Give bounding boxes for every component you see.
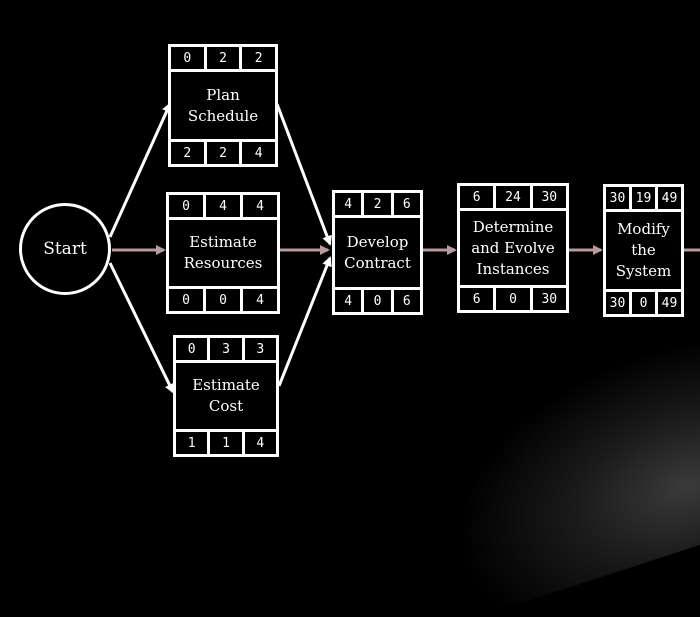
duration-cell: 3 [207, 338, 241, 360]
slack-cell: 0 [493, 288, 529, 310]
node-label: Plan Schedule [187, 85, 259, 125]
late-start-cell: 30 [609, 295, 626, 311]
node-estimate-resources: 0 4 4 Estimate Resources 0 0 4 [166, 192, 280, 314]
node-bottom-row: 1 1 4 [176, 429, 276, 454]
duration-cell: 4 [203, 195, 240, 217]
late-start-cell: 4 [344, 293, 353, 309]
early-finish-cell: 30 [529, 186, 566, 208]
slack-cell: 0 [629, 292, 655, 314]
node-top-row: 0 3 3 [176, 338, 276, 363]
node-estimate-cost: 0 3 3 Estimate Cost 1 1 4 [173, 335, 279, 457]
start-node: Start [19, 203, 111, 295]
node-top-row: 6 24 30 [460, 186, 566, 211]
early-finish-cell: 49 [655, 187, 681, 209]
node-label: Develop Contract [344, 232, 411, 272]
network-diagram: Start 0 2 2 Plan Schedule 2 2 4 0 4 4 Es… [19, 44, 700, 617]
late-finish-cell: 4 [239, 142, 275, 164]
slack-cell: 0 [203, 289, 240, 311]
early-finish-cell: 6 [390, 193, 420, 215]
duration-cell: 24 [493, 186, 529, 208]
node-label: Modify the System [615, 220, 672, 280]
late-start-cell: 6 [472, 291, 481, 307]
edges-layer [108, 102, 700, 394]
node-bottom-row: 4 0 6 [335, 287, 420, 312]
early-start-cell: 30 [609, 190, 626, 206]
late-finish-cell: 4 [241, 432, 276, 454]
node-bottom-row: 2 2 4 [171, 139, 275, 164]
node-bottom-row: 6 0 30 [460, 285, 566, 310]
early-start-cell: 0 [183, 50, 192, 66]
early-start-cell: 0 [182, 198, 190, 214]
slack-cell: 2 [203, 142, 240, 164]
duration-cell: 2 [203, 47, 240, 69]
late-start-cell: 2 [183, 145, 192, 161]
edge-plan-contract [275, 103, 332, 246]
node-top-row: 4 2 6 [335, 193, 420, 218]
node-top-row: 0 2 2 [171, 47, 275, 72]
late-finish-cell: 49 [655, 292, 681, 314]
late-finish-cell: 4 [240, 289, 277, 311]
node-bottom-row: 0 0 4 [169, 286, 277, 311]
duration-cell: 19 [629, 187, 655, 209]
early-finish-cell: 4 [240, 195, 277, 217]
early-start-cell: 0 [187, 341, 196, 357]
early-finish-cell: 2 [239, 47, 275, 69]
start-label: Start [43, 239, 87, 259]
early-finish-cell: 3 [241, 338, 276, 360]
node-plan-schedule: 0 2 2 Plan Schedule 2 2 4 [168, 44, 278, 167]
late-start-cell: 0 [182, 292, 190, 308]
node-determine-evolve: 6 24 30 Determine and Evolve Instances 6… [457, 183, 569, 313]
late-start-cell: 1 [187, 435, 196, 451]
node-label: Determine and Evolve Instances [471, 217, 555, 278]
early-start-cell: 4 [344, 196, 353, 212]
slack-cell: 0 [361, 290, 390, 312]
edge-start-plan [108, 102, 172, 238]
slack-cell: 1 [207, 432, 241, 454]
early-start-cell: 6 [472, 189, 481, 205]
node-label: Estimate Cost [192, 376, 260, 415]
edge-start-cost [108, 262, 175, 394]
node-label: Estimate Resources [183, 233, 263, 272]
node-top-row: 0 4 4 [169, 195, 277, 220]
late-finish-cell: 6 [390, 290, 420, 312]
node-develop-contract: 4 2 6 Develop Contract 4 0 6 [332, 190, 423, 315]
late-finish-cell: 30 [529, 288, 566, 310]
edge-cost-contract [277, 256, 332, 387]
node-top-row: 30 19 49 [606, 187, 681, 212]
duration-cell: 2 [361, 193, 390, 215]
node-bottom-row: 30 0 49 [606, 289, 681, 314]
node-modify-system: 30 19 49 Modify the System 30 0 49 [603, 184, 684, 317]
